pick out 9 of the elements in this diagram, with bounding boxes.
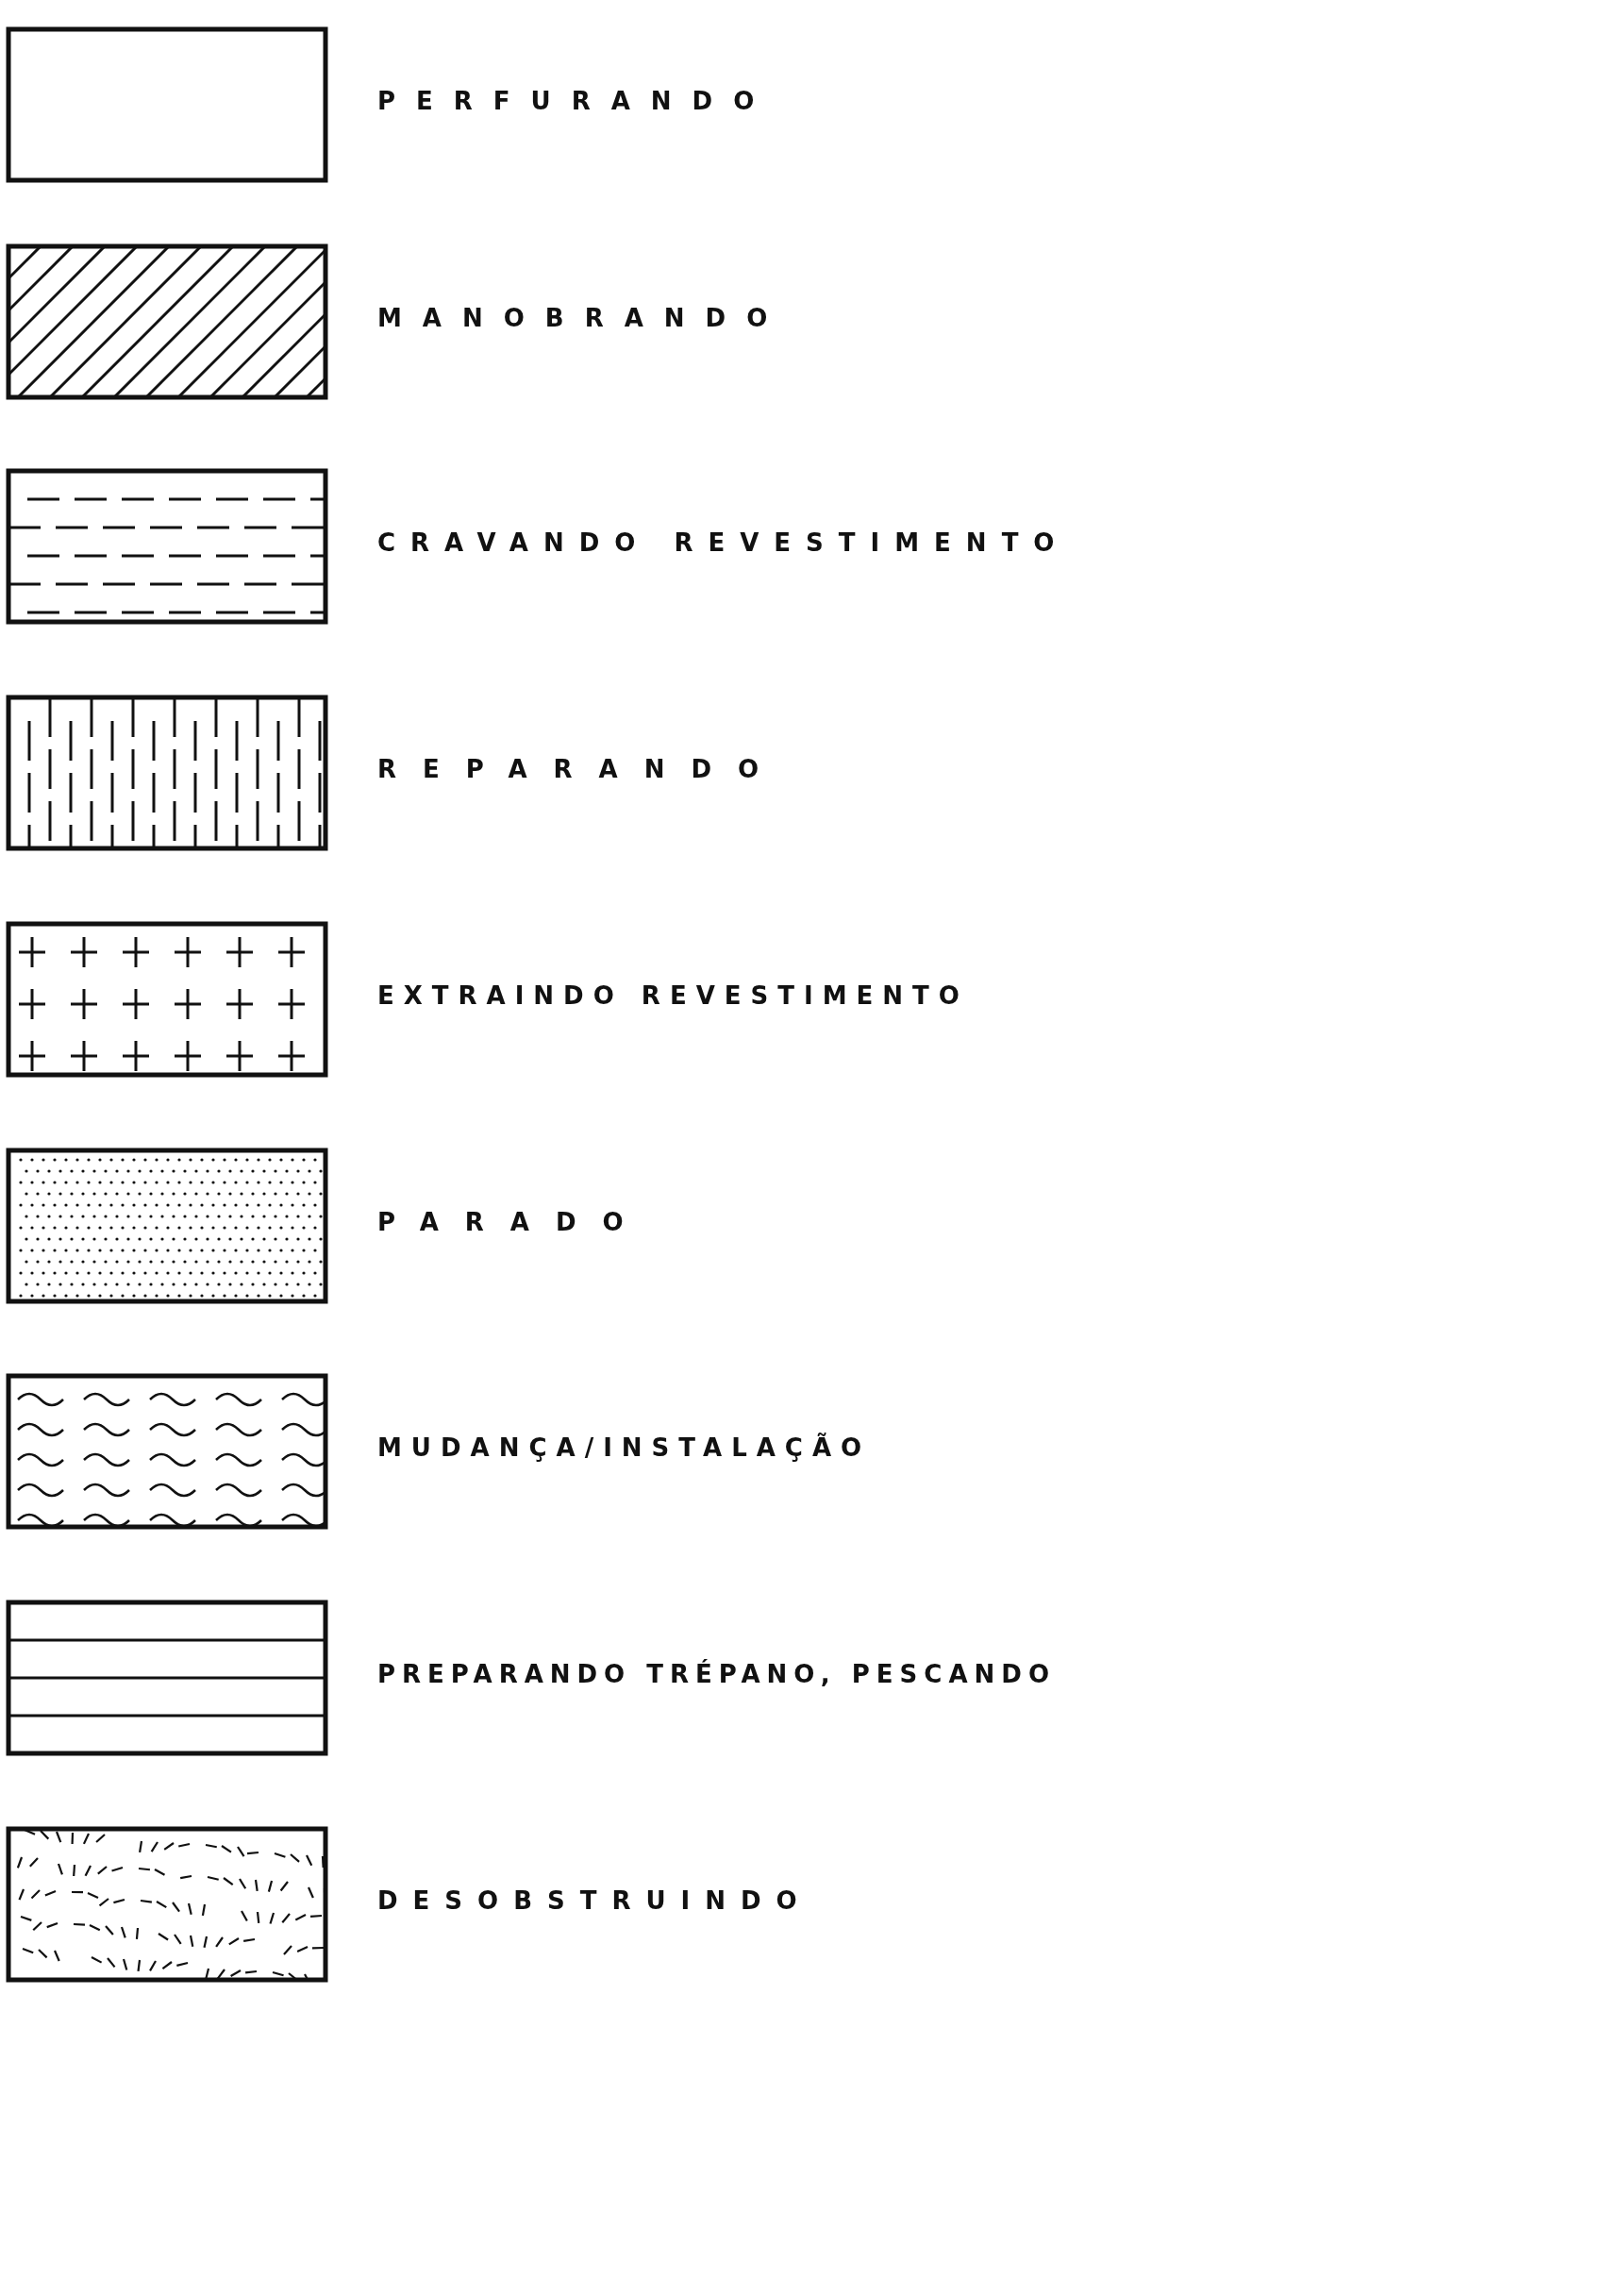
legend-label: PERFURANDO	[377, 87, 776, 115]
legend-label: MUDANÇA/INSTALAÇÃO	[377, 1433, 872, 1462]
legend-label: DESOBSTRUINDO	[377, 1886, 812, 1915]
legend-label: REPARANDO	[377, 755, 786, 783]
legend-label: EXTRAINDO REVESTIMENTO	[377, 981, 969, 1010]
legend-label: PREPARANDO TRÉPANO, PESCANDO	[377, 1660, 1056, 1688]
legend-label: PARADO	[377, 1208, 650, 1236]
legend-label: CRAVANDO REVESTIMENTO	[377, 528, 1070, 557]
legend-label: MANOBRANDO	[377, 304, 789, 332]
